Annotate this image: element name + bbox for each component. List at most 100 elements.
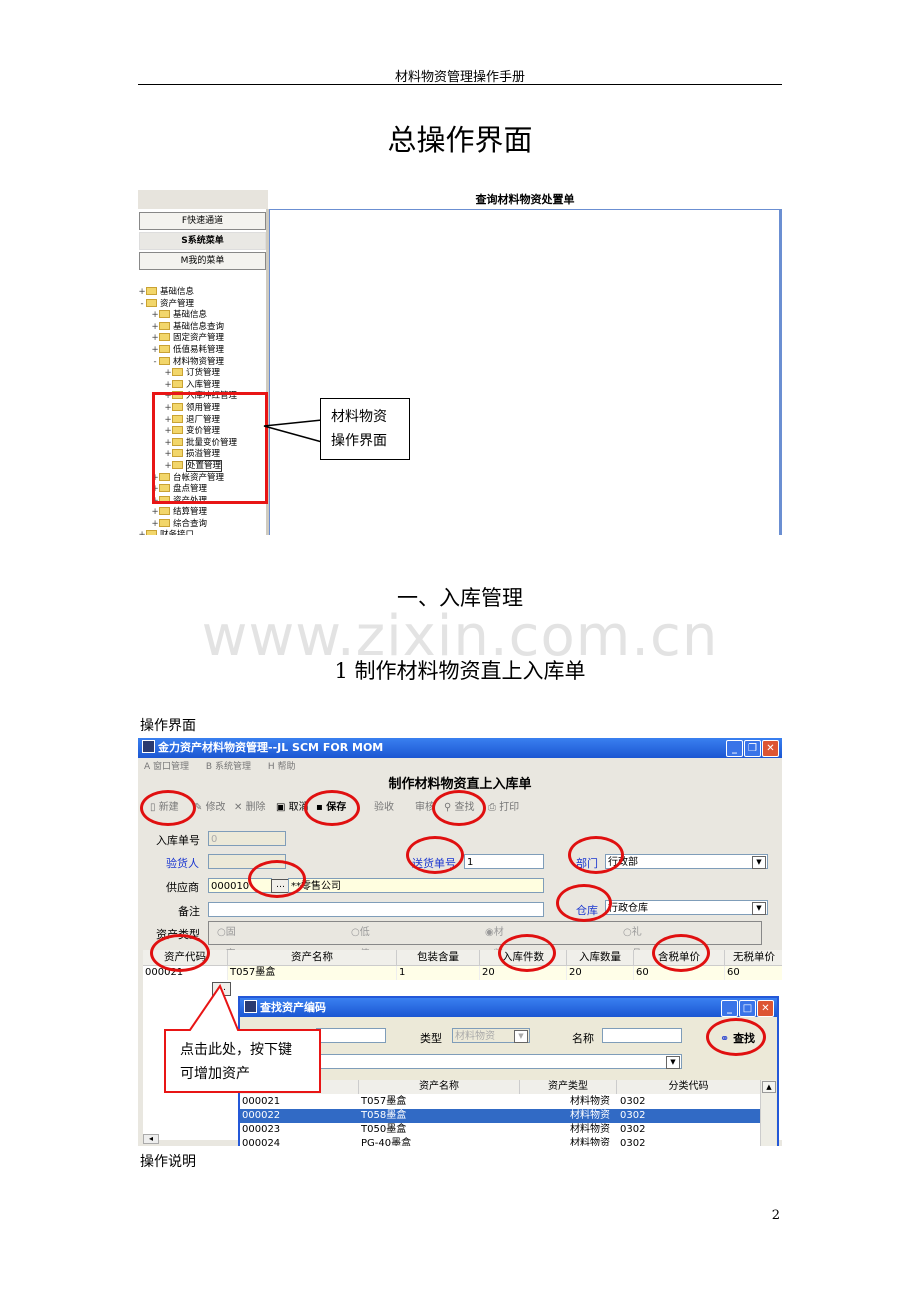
department-select[interactable]: 行政部 ▼ [605,854,768,869]
tree-item[interactable]: +处置管理 [138,459,268,473]
menu-window[interactable]: A 窗口管理 [144,762,190,772]
list-scrollbar[interactable]: ▲ [760,1080,776,1146]
radio-material[interactable]: ◉ 材料物资 [485,927,504,1004]
supplier-name-field[interactable]: **零售公司 [288,878,544,893]
menu-help[interactable]: H 帮助 [267,762,296,772]
expand-icon[interactable]: + [164,414,172,425]
nav-system-menu-button[interactable]: S系统菜单 [139,232,266,250]
dropdown-arrow-icon[interactable]: ▼ [514,1030,528,1043]
delete-button[interactable]: ✕ 删除 [234,802,266,813]
close-icon[interactable]: ✕ [762,740,779,757]
tree-item[interactable]: +领用管理 [138,402,268,415]
grid-cell[interactable]: 1 [397,966,480,980]
menu-system[interactable]: B 系统管理 [205,762,251,772]
tree-item[interactable]: + 基础信息 [138,287,268,299]
review-button[interactable]: 审核 [415,802,435,813]
expand-icon[interactable]: + [164,437,172,448]
expand-icon[interactable]: + [151,518,159,529]
edit-button[interactable]: ✎ 修改 [194,802,226,813]
grid-cell[interactable]: 60 [634,966,725,980]
expand-icon[interactable]: + [164,402,172,413]
nav-quick-access-button[interactable]: F快速通道 [139,212,266,230]
collapse-icon[interactable]: - [140,298,144,309]
warehouse-select[interactable]: 行政仓库 ▼ [605,900,768,915]
grid-cell[interactable]: 20 [480,966,567,980]
expand-icon[interactable]: + [151,333,159,344]
category-select[interactable]: ▼ [316,1054,682,1069]
annotation-ring [432,790,486,826]
tree-item[interactable]: +基础信息查询 [138,321,268,334]
expand-icon[interactable]: + [151,495,159,506]
tree-item[interactable]: +入库管理 [138,379,268,392]
expand-icon[interactable]: + [138,530,146,535]
maximize-icon[interactable]: □ [739,1000,756,1017]
tree-item[interactable]: -材料物资管理 [138,356,268,369]
nav-my-menu-button[interactable]: M我的菜单 [139,252,266,270]
tree-item[interactable]: +台帐资产管理 [138,472,268,485]
expand-icon[interactable]: + [138,287,146,297]
scroll-left-icon[interactable]: ◂ [143,1134,159,1144]
dropdown-arrow-icon[interactable]: ▼ [666,1056,680,1069]
expand-icon[interactable]: + [164,460,172,471]
tree-item[interactable]: +盘点管理 [138,484,268,496]
expand-icon[interactable]: + [151,344,159,355]
type-value: 材料物资 [455,1031,495,1042]
dropdown-arrow-icon[interactable]: ▼ [752,856,766,869]
tree-item[interactable]: +基础信息 [138,310,268,322]
tree-item[interactable]: +订货管理 [138,368,268,380]
close-icon[interactable]: ✕ [757,1000,774,1017]
print-button[interactable]: ⎙ 打印 [488,802,520,813]
collapse-icon[interactable]: - [153,356,157,367]
tree-item[interactable]: +变价管理 [138,426,268,438]
tree-item[interactable]: +结算管理 [138,507,268,519]
restore-icon[interactable]: ❐ [744,740,761,757]
annotation-ring [498,934,556,972]
grid-cell[interactable]: 60 [725,966,782,980]
dropdown-arrow-icon[interactable]: ▼ [752,902,766,915]
tree-item[interactable]: +财务接口 [138,530,268,535]
inspect-button[interactable]: 验收 [374,802,394,813]
tree-item[interactable]: +退厂管理 [138,414,268,427]
grid-cell[interactable]: 20 [567,966,634,980]
sidebar-scrollbar[interactable] [266,209,269,535]
radio-fixed-asset[interactable]: ○ 固定资产 [217,927,236,1004]
expand-icon[interactable]: + [164,391,172,402]
expand-icon[interactable]: + [151,507,159,518]
expand-icon[interactable]: + [164,426,172,437]
label-inspector: 验货人 [166,857,199,870]
receipt-no-field[interactable]: 0 [208,831,286,846]
tree-item-label: 基础信息 [160,287,195,297]
expand-icon[interactable]: + [164,379,172,390]
tree-item[interactable]: -资产管理 [138,298,268,311]
annotation-ring [556,884,612,922]
expand-icon[interactable]: + [164,449,172,460]
expand-icon[interactable]: + [151,321,159,332]
tree-item[interactable]: +入库冲红管理 [138,391,268,403]
minimize-icon[interactable]: _ [721,1000,738,1017]
cancel-button[interactable]: ▣ 取消 [276,802,309,813]
grid-cell[interactable]: T057墨盒 [228,966,397,980]
expand-icon[interactable]: + [151,472,159,483]
tree-item[interactable]: +批量变价管理 [138,437,268,450]
expand-icon[interactable]: + [151,310,159,321]
remark-field[interactable] [208,902,544,917]
folder-icon [172,437,183,446]
tree-item[interactable]: +综合查询 [138,518,268,531]
scroll-up-icon[interactable]: ▲ [762,1081,776,1093]
expand-icon[interactable]: + [164,368,172,379]
radio-gift[interactable]: ○ 礼品 [623,927,642,960]
name-search-input[interactable] [602,1028,682,1043]
expand-icon[interactable]: + [151,484,159,495]
radio-low-value[interactable]: ○ 低值易耗 [351,927,370,1004]
folder-icon [172,402,183,411]
minimize-icon[interactable]: _ [726,740,743,757]
delivery-no-field[interactable]: 1 [464,854,544,869]
tree-item[interactable]: +固定资产管理 [138,333,268,345]
tree-item[interactable]: +损溢管理 [138,449,268,461]
tree-item[interactable]: +低值易耗管理 [138,344,268,357]
type-select[interactable]: 材料物资 ▼ [452,1028,530,1043]
